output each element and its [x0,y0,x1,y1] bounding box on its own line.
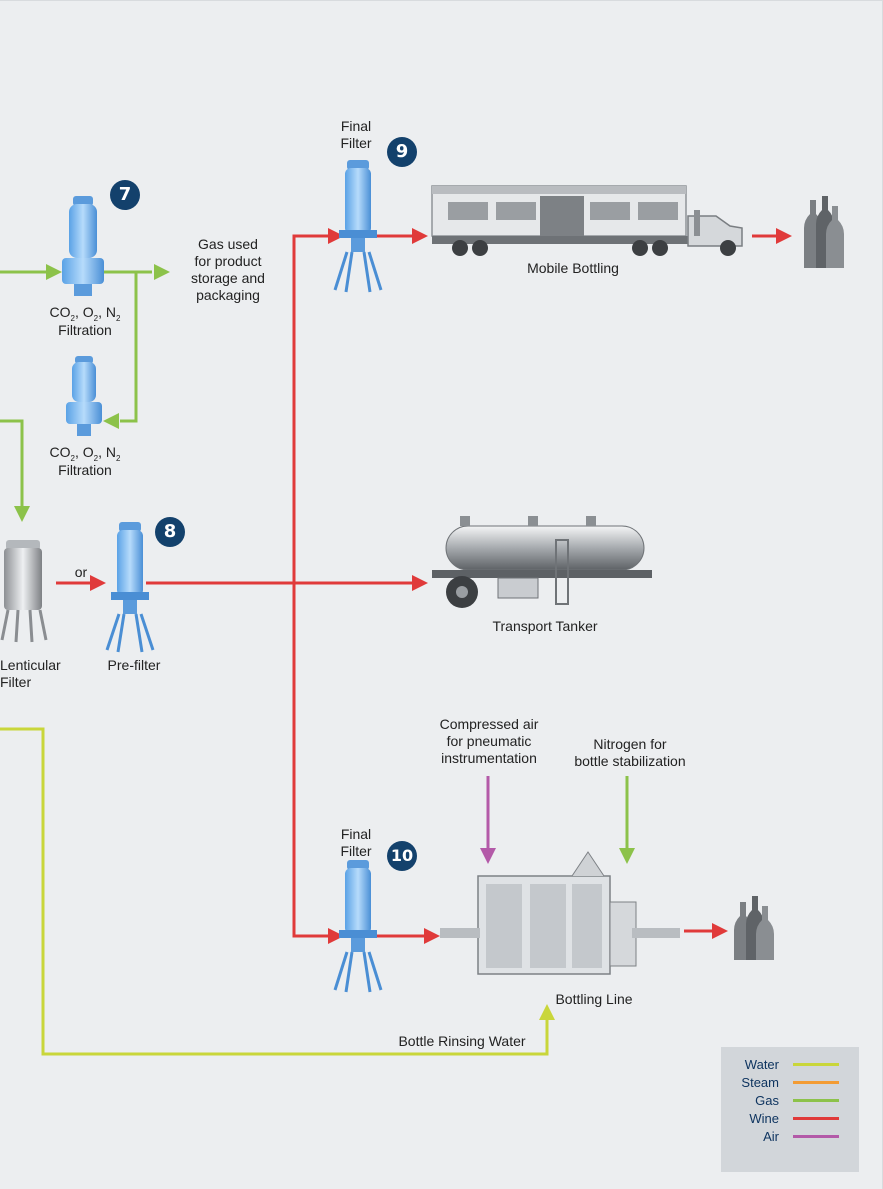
gas-arrow-lenticular [14,506,30,522]
legend-label-gas: Gas [755,1093,779,1108]
final-filter-9-icon [333,160,383,293]
legend-label-steam: Steam [741,1075,779,1090]
tanker-icon [432,516,652,608]
filtration-upper-label: Filtration [58,322,112,338]
filtration-lower-label: Filtration [58,462,112,478]
legend-item-water: Water [721,1056,839,1074]
lenticular-filter-icon [0,540,48,643]
water-line-rinsing [0,727,549,1056]
lenticular-filter-label: Lenticular Filter [0,657,61,690]
step-badge-10: 10 [387,841,417,871]
legend-item-steam: Steam [721,1074,839,1092]
co2-o2-n2-upper-label: CO2, O2, N2 [49,304,121,323]
gas-filter-7-icon [62,196,104,296]
gas-arrow-storage [154,264,170,280]
bottle-rinsing-water-label: Bottle Rinsing Water [398,1033,526,1049]
or-label: or [74,564,88,580]
co2-o2-n2-lower-label: CO2, O2, N2 [49,444,121,463]
wine-line-trunk [292,234,329,938]
gas-line-down-to-lenticular [0,419,24,506]
air-arrow-compressed [480,848,496,864]
legend-swatch-water [793,1063,839,1066]
legend-item-air: Air [721,1128,839,1146]
step-badge-9: 9 [387,137,417,167]
water-arrow-bottling [539,1004,555,1020]
legend-swatch-steam [793,1081,839,1084]
gas-used-label: Gas used for product storage and packagi… [191,236,265,303]
truck-icon [431,185,743,256]
wine-lines [56,228,792,944]
legend-swatch-gas [793,1099,839,1102]
wine-arrow-filter-10 [328,928,344,944]
bottles-icon [804,196,844,268]
bottling-machine-icon [440,851,680,975]
bottling-line-label: Bottling Line [555,991,633,1007]
final-filter-10-icon [333,860,383,993]
transport-tanker-label: Transport Tanker [492,618,598,634]
mobile-bottling-label: Mobile Bottling [527,260,619,276]
gas-arrow-nitrogen [619,848,635,864]
wine-arrow-tanker [412,575,428,591]
legend-item-wine: Wine [721,1110,839,1128]
legend-swatch-wine [793,1117,839,1120]
wine-arrow-bottles-top [776,228,792,244]
water-lines [0,727,555,1056]
compressed-air-label: Compressed air for pneumatic instrumenta… [439,716,539,766]
legend-item-gas: Gas [721,1092,839,1110]
pre-filter-8-icon [105,522,155,653]
gas-line-bypass [120,272,138,423]
legend-swatch-air [793,1135,839,1138]
wine-arrow-filter-9 [328,228,344,244]
legend-label-water: Water [744,1057,779,1072]
air-lines [480,776,496,864]
legend-label-air: Air [763,1129,779,1144]
wine-arrow-truck [412,228,428,244]
nitrogen-label: Nitrogen for bottle stabilization [574,736,686,769]
final-filter-10-label: Final Filter [340,826,372,859]
gas-lines [0,264,635,864]
gas-arrow-filter-7 [46,264,62,280]
gas-filter-lower-icon [66,356,102,436]
legend-label-wine: Wine [749,1111,779,1126]
bottles-bottom-icon [734,896,774,960]
legend: Water Steam Gas Wine Air [721,1047,859,1172]
step-badge-8: 8 [155,517,185,547]
final-filter-9-label: Final Filter [340,118,372,151]
step-badge-7: 7 [110,180,140,210]
wine-arrow-prefilter [90,575,106,591]
wine-arrow-bottles-bottom [712,923,728,939]
gas-arrow-lower-filter [103,413,119,429]
pre-filter-label: Pre-filter [107,657,161,673]
wine-arrow-bottling [424,928,440,944]
